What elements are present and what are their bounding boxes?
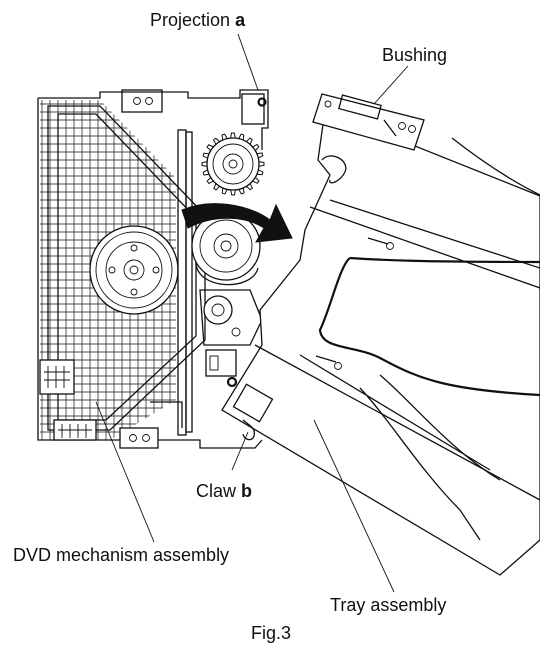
small-grid-left [39, 359, 75, 395]
leader-claw [231, 431, 249, 471]
spindle-motor [89, 225, 179, 315]
label-tray-assembly: Tray assembly [330, 595, 447, 615]
mech-inner-frame [47, 105, 206, 431]
label-dvd-mechanism: DVD mechanism assembly [13, 545, 230, 565]
small-grid-bottom [53, 419, 97, 441]
gear-train [191, 132, 265, 388]
top-bracket [121, 89, 163, 113]
projection-letter: a [235, 10, 246, 30]
claw-text: Claw [196, 481, 237, 501]
top-gear [201, 132, 265, 196]
leader-tray [313, 419, 395, 593]
projection-a-mark [257, 97, 267, 107]
guide-rail [177, 129, 187, 436]
rotation-arrow [181, 203, 293, 243]
bottom-bracket [119, 427, 159, 449]
loading-motor [205, 349, 238, 388]
small-gear [199, 289, 263, 346]
dvd-mechanism-assembly [37, 89, 269, 449]
bottom-latch [150, 401, 183, 428]
guide-rail-2 [185, 131, 193, 433]
projection-post [241, 93, 265, 125]
figure-caption: Fig.3 [251, 623, 292, 643]
label-projection-a: Projection a [150, 11, 245, 29]
claw-letter: b [241, 481, 253, 501]
label-claw-b: Claw b [196, 482, 252, 500]
leader-projection [237, 33, 259, 91]
leader-dvd [95, 401, 155, 543]
projection-text: Projection [150, 10, 231, 30]
leader-bushing [373, 65, 409, 105]
drive-gear [191, 211, 261, 286]
bushing-part [312, 93, 425, 151]
label-bushing: Bushing [382, 45, 448, 65]
tray-assembly [221, 109, 540, 576]
